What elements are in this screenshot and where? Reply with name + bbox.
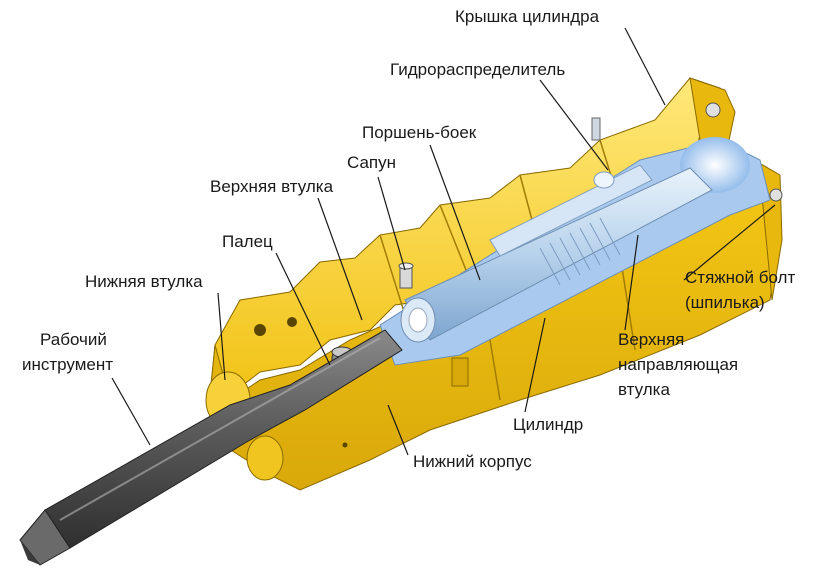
tie-bolt: [705, 102, 783, 202]
hydro-distributor: [489, 117, 653, 257]
label-hydro-distributor: Гидрораспределитель: [390, 60, 565, 79]
side-window: [451, 357, 469, 387]
label-pin: Палец: [222, 232, 273, 251]
leader-cylinder: [524, 317, 546, 413]
breather: [398, 262, 414, 289]
leader-tie-bolt: [683, 204, 776, 281]
label-tie-bolt-2: (шпилька): [685, 293, 765, 312]
leader-upper-guide: [624, 234, 639, 331]
label-upper-guide-1: Верхняя: [618, 330, 684, 349]
leader-lines: [111, 27, 776, 456]
working-tool: [19, 329, 403, 566]
label-cylinder-cover: Крышка цилиндра: [455, 7, 600, 26]
seam-1: [439, 204, 471, 281]
labels: Крышка цилиндра Гидрораспределитель Порш…: [22, 7, 795, 471]
leader-lower-bushing: [217, 292, 226, 381]
hole-1: [254, 324, 266, 336]
label-upper-bushing: Верхняя втулка: [210, 177, 334, 196]
label-cylinder: Цилиндр: [513, 415, 583, 434]
leader-working-tool: [111, 377, 151, 446]
hole-2: [287, 317, 297, 327]
distributor-screw: [591, 117, 601, 141]
label-lower-bushing: Нижняя втулка: [85, 272, 203, 291]
label-piston-striker: Поршень-боек: [362, 123, 477, 142]
piston-striker: [400, 167, 713, 343]
leader-piston: [429, 144, 481, 281]
hole-3: [342, 442, 348, 448]
seam-2: [379, 234, 406, 316]
leader-cylinder-cover: [624, 27, 666, 106]
label-lower-body: Нижний корпус: [413, 452, 532, 471]
label-upper-guide-3: втулка: [618, 380, 670, 399]
label-breather: Сапун: [347, 153, 396, 172]
leader-hydro-distributor: [539, 79, 609, 171]
leader-lower-body: [387, 404, 409, 456]
leader-pin: [275, 252, 331, 366]
label-working-tool-2: инструмент: [22, 355, 113, 374]
label-upper-guide-2: направляющая: [618, 355, 738, 374]
leader-upper-bushing: [317, 197, 363, 321]
lower-bushing-ring-lower: [246, 435, 284, 481]
label-working-tool-1: Рабочий: [40, 330, 107, 349]
leader-breather: [377, 176, 406, 271]
label-tie-bolt-1: Стяжной болт: [685, 268, 795, 287]
